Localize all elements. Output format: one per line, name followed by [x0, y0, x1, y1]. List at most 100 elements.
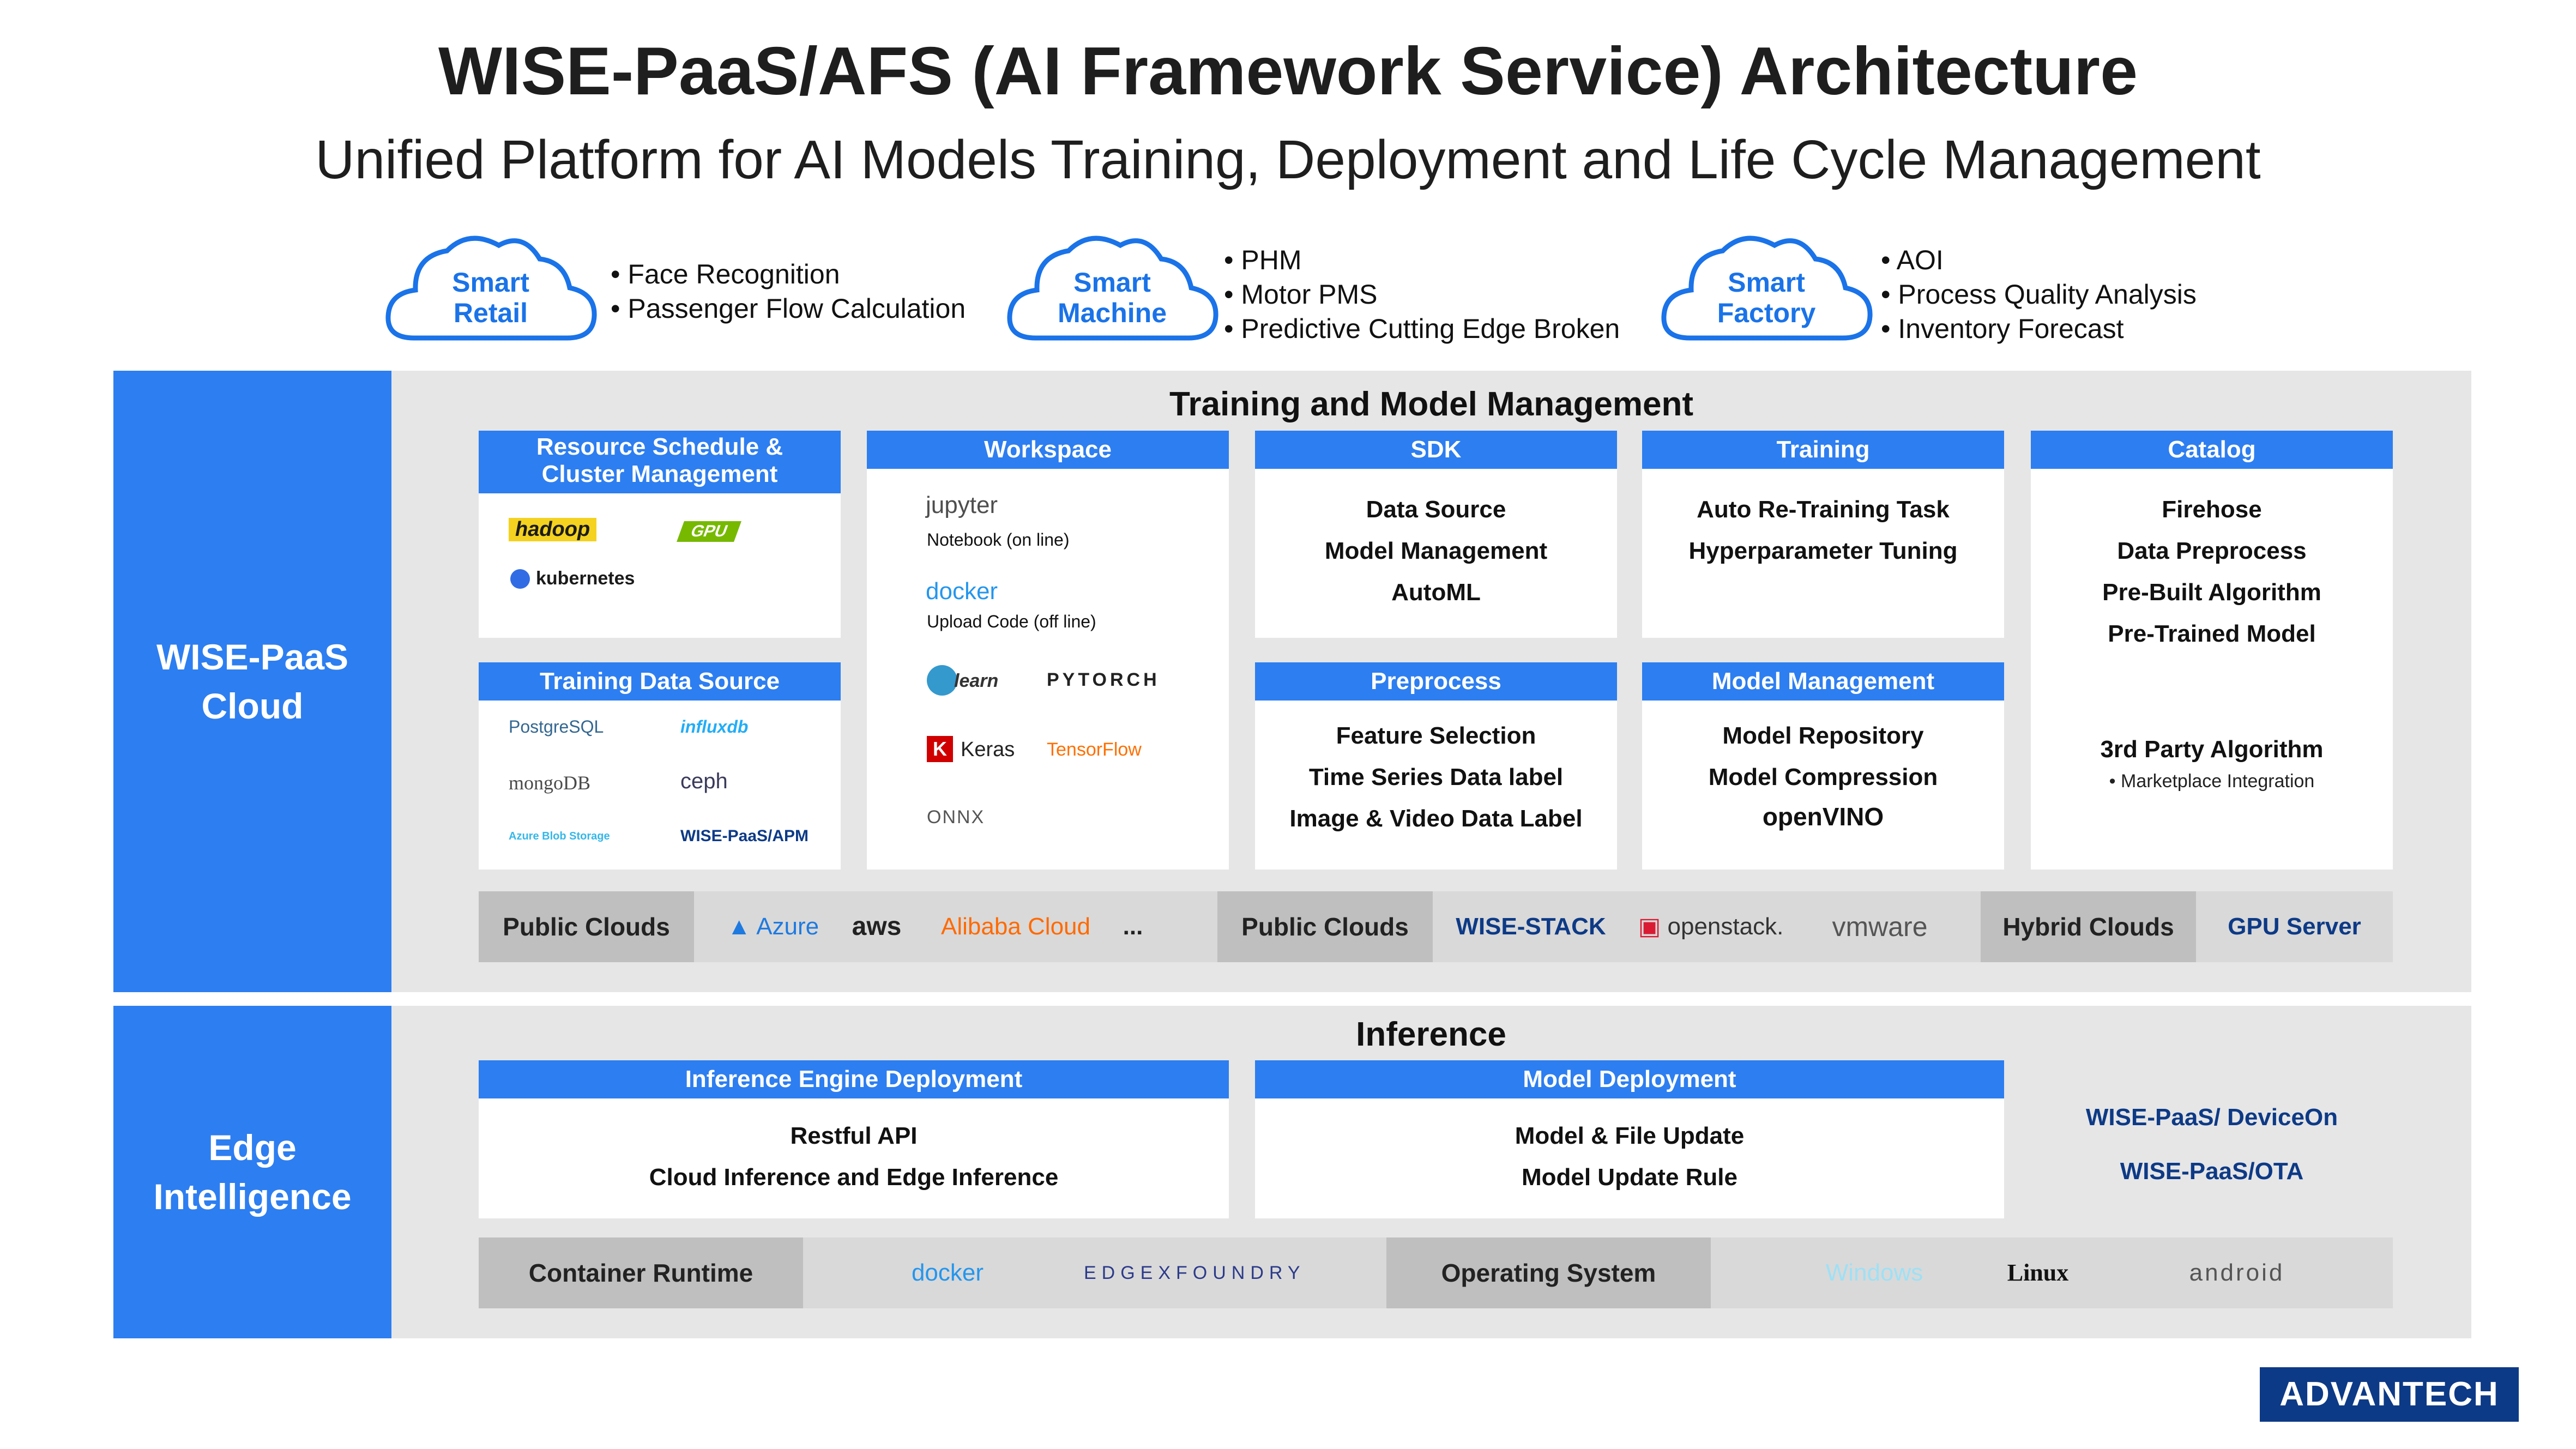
bullet-item: Motor PMS	[1224, 277, 1620, 312]
docker-logo: docker	[926, 578, 998, 605]
scikit-learn-logo: learn	[954, 671, 999, 691]
azure-label: Azure	[756, 913, 819, 940]
linux-logo: Linux	[2007, 1259, 2069, 1286]
catalog-box: Catalog Firehose Data Preprocess Pre-Bui…	[2031, 431, 2393, 870]
alibaba-cloud-logo: Alibaba Cloud	[941, 913, 1090, 940]
wise-paas-cloud-label: WISE-PaaS Cloud	[113, 371, 391, 992]
keras-icon: K	[927, 736, 953, 762]
smart-factory-bullets: AOI Process Quality Analysis Inventory F…	[1881, 243, 2197, 346]
kubernetes-icon	[510, 569, 530, 589]
infrastructure-bar: Public Clouds ▲ Azure aws Alibaba Cloud …	[479, 891, 2393, 962]
inference-engine-header: Inference Engine Deployment	[479, 1060, 1229, 1098]
model-management-item: Model Repository	[1722, 722, 1924, 749]
marketplace-integration: • Marketplace Integration	[2109, 771, 2315, 792]
header-line2: Cluster Management	[541, 461, 778, 487]
side-label-line2: Intelligence	[153, 1176, 352, 1217]
postgresql-logo: PostgreSQL	[509, 717, 604, 736]
scikit-learn-icon	[927, 665, 957, 696]
model-management-box: Model Management Model Repository Model …	[1642, 662, 2004, 870]
inference-section-title: Inference	[1356, 1016, 1506, 1053]
third-party-algorithm: 3rd Party Algorithm	[2100, 736, 2324, 763]
cloud-label-line2: Machine	[1057, 298, 1167, 328]
container-runtime-label: Container Runtime	[479, 1237, 803, 1308]
azure-blob-storage-logo: Azure Blob Storage	[509, 830, 610, 842]
bullet-item: Inventory Forecast	[1881, 312, 2197, 346]
wise-paas-ota-logo: WISE-PaaS/OTA	[2120, 1158, 2304, 1185]
preprocess-item: Time Series Data label	[1308, 764, 1564, 790]
hybrid-clouds-label: Hybrid Clouds	[1981, 891, 2196, 962]
catalog-header: Catalog	[2031, 431, 2393, 469]
header-line1: Resource Schedule &	[536, 433, 783, 460]
cloud-label-line1: Smart	[1728, 267, 1805, 298]
smart-machine-bullets: PHM Motor PMS Predictive Cutting Edge Br…	[1224, 243, 1620, 346]
azure-logo: ▲ Azure	[727, 913, 819, 940]
cloud-label-line2: Factory	[1717, 298, 1816, 328]
training-item: Hyperparameter Tuning	[1688, 538, 1958, 564]
bullet-item: Process Quality Analysis	[1881, 277, 2196, 312]
model-deployment-header: Model Deployment	[1255, 1060, 2004, 1098]
openstack-label: openstack.	[1667, 913, 1784, 940]
wise-paas-deviceon-logo: WISE-PaaS/ DeviceOn	[2085, 1104, 2338, 1131]
windows-logo: Windows	[1825, 1259, 1923, 1286]
preprocess-item: Feature Selection	[1336, 722, 1536, 749]
model-deployment-item: Model & File Update	[1515, 1122, 1745, 1149]
bullet-item: Face Recognition	[611, 257, 966, 292]
training-data-source-header: Training Data Source	[479, 662, 841, 701]
preprocess-item: Image & Video Data Label	[1289, 805, 1583, 832]
jupyter-logo: jupyter	[926, 492, 998, 518]
tensorflow-logo: TensorFlow	[1047, 739, 1142, 760]
catalog-item: Firehose	[2162, 496, 2262, 523]
training-header: Training	[1642, 431, 2004, 469]
marketplace-label: Marketplace Integration	[2121, 771, 2315, 792]
inference-engine-item: Cloud Inference and Edge Inference	[649, 1164, 1059, 1191]
cloud-label-line1: Smart	[1073, 267, 1151, 298]
ceph-logo: ceph	[680, 769, 728, 793]
catalog-item: Pre-Built Algorithm	[2102, 579, 2321, 606]
training-box: Training Auto Re-Training Task Hyperpara…	[1642, 431, 2004, 638]
gpu-server-label: GPU Server	[2228, 913, 2361, 940]
onnx-logo: ONNX	[927, 807, 985, 828]
advantech-logo: ADVANTECH	[2260, 1367, 2519, 1422]
openvino-logo: openVINO	[1762, 802, 1884, 831]
operating-system-label: Operating System	[1386, 1237, 1711, 1308]
model-deployment-item: Model Update Rule	[1521, 1164, 1738, 1191]
wise-paas-apm-logo: WISE-PaaS/APM	[680, 827, 809, 845]
catalog-item: Pre-Trained Model	[2108, 620, 2316, 647]
edgex-foundry-logo: EDGEXFOUNDRY	[1084, 1263, 1306, 1283]
public-clouds-label: Public Clouds	[479, 891, 694, 962]
bullet-item: Predictive Cutting Edge Broken	[1224, 312, 1620, 346]
inference-engine-box: Inference Engine Deployment Restful API …	[479, 1060, 1229, 1218]
smart-retail-bullets: Face Recognition Passenger Flow Calculat…	[611, 257, 966, 326]
bullet-item: AOI	[1881, 243, 2197, 277]
cloud-label-line1: Smart	[452, 267, 529, 298]
aws-logo: aws	[852, 912, 902, 941]
sdk-item: AutoML	[1391, 579, 1481, 606]
side-label-line2: Cloud	[201, 686, 304, 726]
docker-caption: Upload Code (off line)	[927, 612, 1096, 631]
side-label-line1: Edge	[208, 1127, 297, 1168]
vmware-logo: vmware	[1832, 911, 1928, 942]
openstack-logo: ▣ openstack.	[1638, 913, 1784, 940]
gpu-logo: GPU	[677, 521, 741, 542]
training-item: Auto Re-Training Task	[1697, 496, 1950, 523]
model-deployment-box: Model Deployment Model & File Update Mod…	[1255, 1060, 2004, 1218]
sdk-item: Model Management	[1324, 538, 1548, 564]
resource-schedule-box: Resource Schedule & Cluster Management h…	[479, 431, 841, 638]
resource-schedule-header: Resource Schedule & Cluster Management	[479, 431, 841, 493]
side-label-line1: WISE-PaaS	[156, 637, 349, 677]
bullet-item: Passenger Flow Calculation	[611, 292, 966, 326]
keras-logo: Keras	[961, 738, 1015, 761]
sdk-item: Data Source	[1366, 496, 1506, 523]
runtime-bar: Container Runtime docker EDGEXFOUNDRY Op…	[479, 1237, 2393, 1308]
wise-stack-logo: WISE-STACK	[1456, 913, 1606, 940]
public-clouds-label: Public Clouds	[1217, 891, 1433, 962]
preprocess-box: Preprocess Feature Selection Time Series…	[1255, 662, 1617, 870]
sdk-header: SDK	[1255, 431, 1617, 469]
pytorch-logo: PYTORCH	[1047, 669, 1160, 690]
jupyter-caption: Notebook (on line)	[927, 530, 1070, 550]
page-subtitle: Unified Platform for AI Models Training,…	[315, 129, 2261, 190]
page-title: WISE-PaaS/AFS (AI Framework Service) Arc…	[438, 34, 2138, 109]
